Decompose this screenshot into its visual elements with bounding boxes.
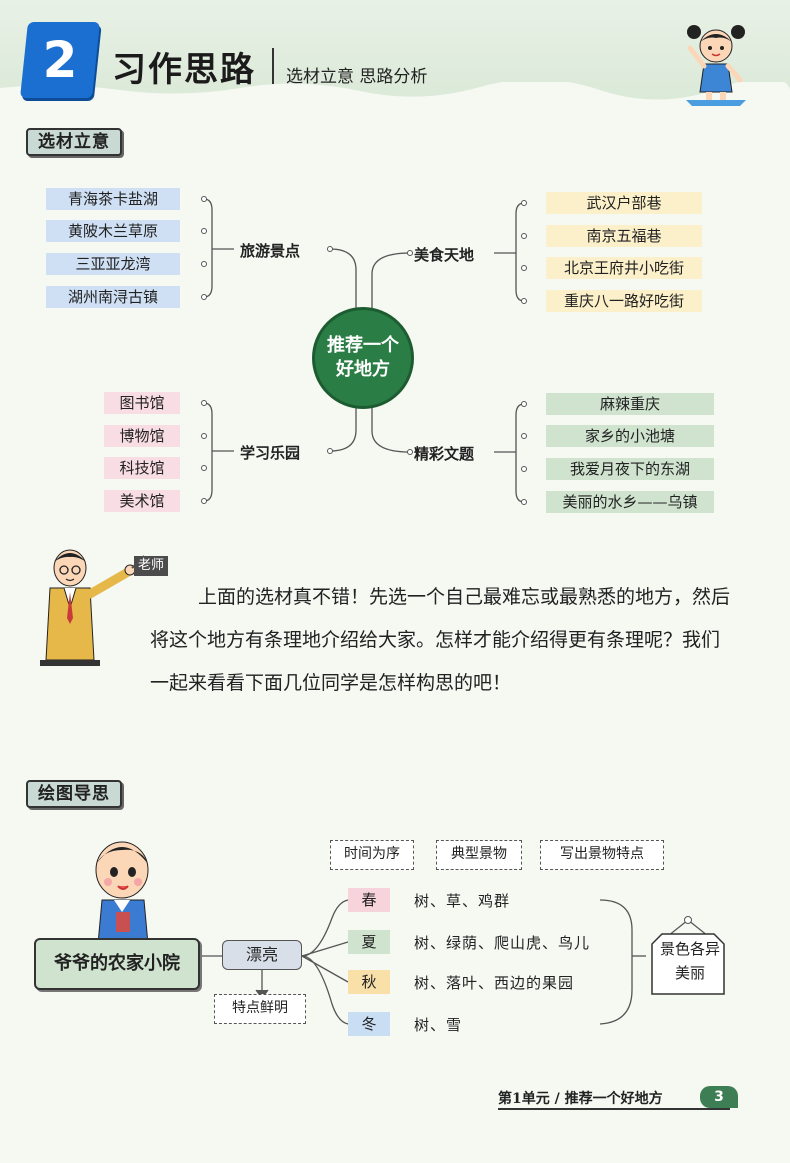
- food-item: 南京五福巷: [546, 225, 702, 247]
- plaque-frame: [651, 916, 725, 995]
- study-item: 图书馆: [104, 392, 180, 414]
- teacher-paragraph: 上面的选材真不错！先选一个自己最难忘或最熟悉的地方，然后将这个地方有条理地介绍给…: [150, 586, 731, 694]
- topic-item: 家乡的小池塘: [546, 425, 714, 447]
- page-subtitle: 选材立意 思路分析: [286, 67, 428, 87]
- main-topic-box: 爷爷的农家小院: [34, 938, 200, 990]
- study-item: 美术馆: [104, 490, 180, 512]
- header-features: 写出景物特点: [540, 840, 664, 870]
- page-number: 3: [700, 1086, 738, 1108]
- season-summer-text: 树、绿荫、爬山虎、鸟儿: [414, 934, 591, 952]
- season-autumn: 秋: [348, 970, 390, 994]
- teacher-illustration: [40, 549, 145, 666]
- category-travel: 旅游景点: [240, 242, 301, 260]
- travel-item: 黄陂木兰草原: [46, 220, 180, 242]
- header-band: [0, 0, 790, 100]
- travel-item: 三亚亚龙湾: [46, 253, 180, 275]
- study-item: 博物馆: [104, 425, 180, 447]
- travel-item: 青海茶卡盐湖: [46, 188, 180, 210]
- season-spring: 春: [348, 888, 390, 912]
- food-item: 北京王府井小吃街: [546, 257, 702, 279]
- season-winter: 冬: [348, 1012, 390, 1036]
- teacher-label: 老师: [134, 556, 169, 576]
- title-divider: [272, 48, 274, 84]
- food-item: 重庆八一路好吃街: [546, 290, 702, 312]
- mindmap-connectors: [201, 196, 527, 505]
- food-item: 武汉户部巷: [546, 192, 702, 214]
- section-tag-xuancai: 选材立意: [26, 128, 122, 156]
- header-typical-scenery: 典型景物: [436, 840, 522, 870]
- category-topic: 精彩文题: [414, 445, 475, 463]
- season-winter-text: 树、雪: [414, 1016, 463, 1034]
- season-autumn-text: 树、落叶、西边的果园: [414, 974, 575, 992]
- category-food: 美食天地: [414, 246, 475, 264]
- page-title: 习作思路: [112, 50, 256, 90]
- topic-item: 麻辣重庆: [546, 393, 714, 415]
- footer-unit: 第1单元 / 推荐一个好地方: [498, 1091, 663, 1107]
- boy-illustration: [95, 841, 149, 945]
- category-study: 学习乐园: [240, 444, 301, 462]
- travel-item: 湖州南浔古镇: [46, 286, 180, 308]
- topic-item: 我爱月夜下的东湖: [546, 458, 714, 480]
- header-wave: [0, 82, 790, 104]
- study-item: 科技馆: [104, 457, 180, 479]
- plaque-line1: 景色各异: [659, 940, 720, 958]
- season-summer: 夏: [348, 930, 390, 954]
- season-spring-text: 树、草、鸡群: [414, 892, 511, 910]
- plaque-line2: 美丽: [674, 964, 705, 982]
- branch-note: 特点鲜明: [214, 994, 306, 1024]
- header-time-order: 时间为序: [330, 840, 414, 870]
- branch-node: 漂亮: [222, 940, 302, 970]
- topic-item: 美丽的水乡——乌镇: [546, 491, 714, 513]
- girl-illustration: [686, 25, 746, 106]
- center-node: 推荐一个 好地方: [312, 307, 414, 409]
- footer-rule: [498, 1108, 730, 1110]
- section-tag-huitu: 绘图导思: [26, 780, 122, 808]
- chapter-number-badge: 2: [20, 22, 100, 98]
